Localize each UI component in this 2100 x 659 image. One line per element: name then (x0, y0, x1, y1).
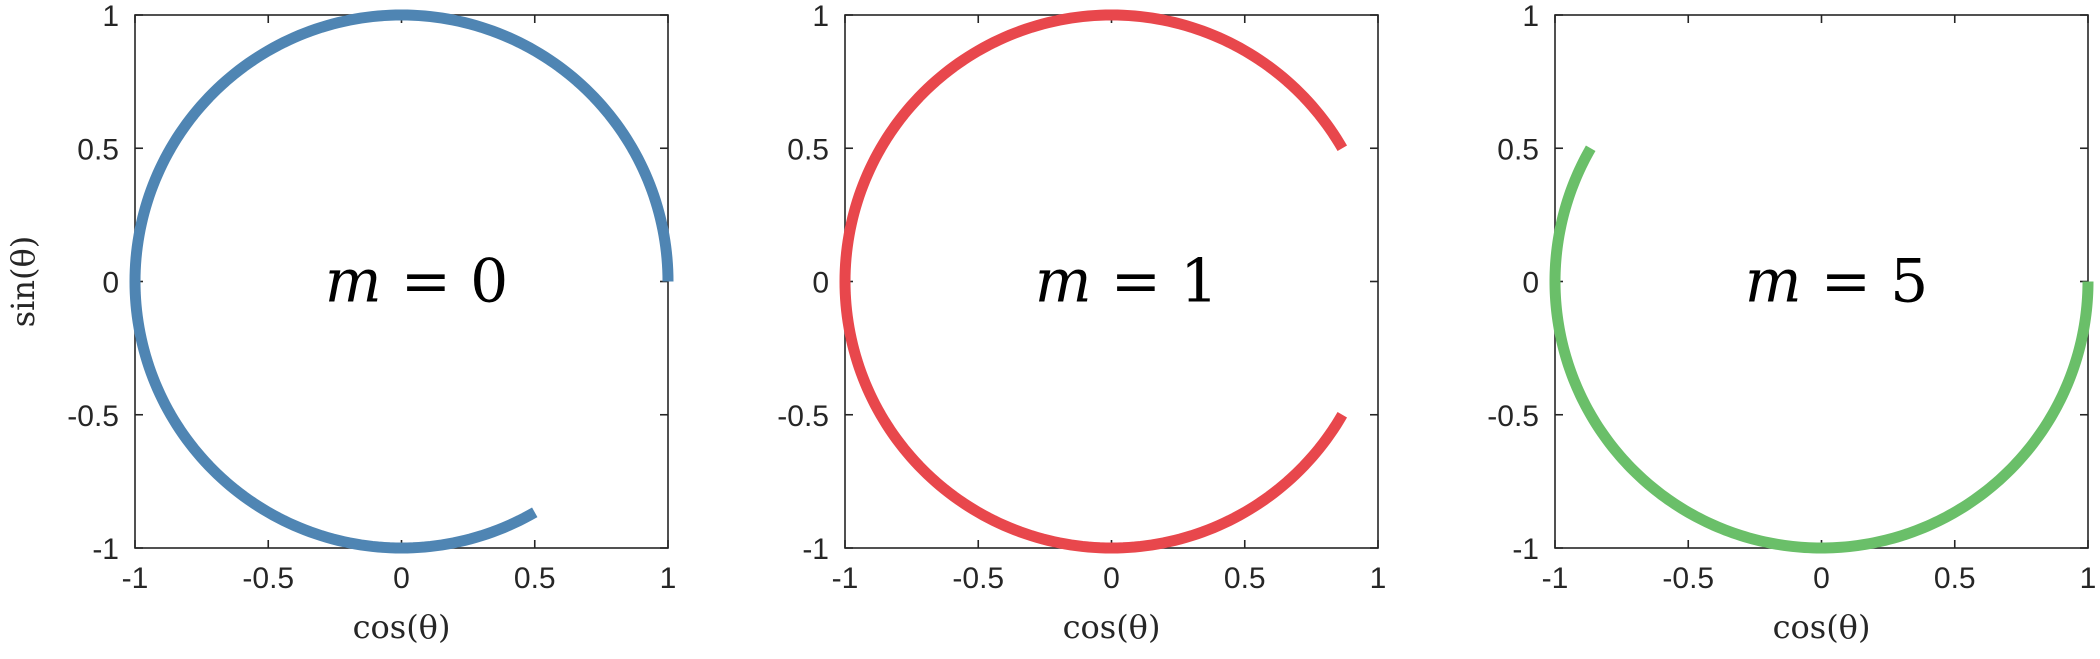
annotation-value: 5 (1890, 247, 1928, 317)
chart-panel-3: -1 -0.5 0 0.5 1 1 0.5 0 -0.5 -1 cos(θ) m = 5 (1487, 0, 2096, 646)
annotation-label: m = 1 (1035, 247, 1219, 317)
x-tick-label: 1 (1370, 562, 1387, 595)
series-line-1 (839, 9, 1348, 554)
y-tick-label: 1 (812, 0, 829, 33)
y-tick-label: -0.5 (777, 400, 829, 433)
y-tick-label: 1 (1522, 0, 1539, 33)
chart-panel-2: -1 -0.5 0 0.5 1 1 0.5 0 -0.5 -1 cos(θ) m = 1 (777, 0, 1386, 646)
annotation-equals: = (1802, 247, 1890, 317)
annotation-value: 0 (470, 247, 508, 317)
series-line-1 (1549, 145, 2094, 554)
x-tick-label: 0.5 (1934, 562, 1976, 595)
annotation-variable: m (1035, 247, 1092, 317)
y-tick-label: -0.5 (67, 400, 119, 433)
x-tick-label: 1 (2080, 562, 2097, 595)
x-tick-label: 0 (393, 562, 410, 595)
x-axis-label: cos(θ) (353, 608, 451, 646)
x-tick-label: 1 (660, 562, 677, 595)
y-tick-label: 0 (102, 267, 119, 300)
x-tick-label: 0 (1103, 562, 1120, 595)
x-tick-label: 0.5 (1224, 562, 1266, 595)
chart-panel-1: -1 -0.5 0 0.5 1 1 0.5 0 -0.5 -1 cos(θ) sin(θ) m = 0 (4, 0, 676, 646)
y-tick-label: 0 (1522, 267, 1539, 300)
annotation-value: 1 (1180, 247, 1218, 317)
x-tick-label: -0.5 (952, 562, 1004, 595)
y-tick-label: 0.5 (77, 133, 119, 166)
y-tick-label: 0 (812, 267, 829, 300)
x-tick-label: -0.5 (1662, 562, 1714, 595)
x-tick-label: -1 (122, 562, 149, 595)
y-tick-label: -1 (802, 533, 829, 566)
x-tick-label: -1 (1542, 562, 1569, 595)
annotation-equals: = (382, 247, 470, 317)
x-tick-label: -1 (832, 562, 859, 595)
annotation-label: m = 5 (1745, 247, 1929, 317)
annotation-variable: m (1745, 247, 1802, 317)
annotation-equals: = (1092, 247, 1180, 317)
x-tick-label: -0.5 (242, 562, 294, 595)
x-tick-label: 0 (1813, 562, 1830, 595)
y-tick-label: 1 (102, 0, 119, 33)
x-tick-label: 0.5 (514, 562, 556, 595)
x-axis-label: cos(θ) (1063, 608, 1161, 646)
series-line-1 (129, 9, 674, 554)
annotation-variable: m (325, 247, 382, 317)
y-tick-label: 0.5 (1497, 133, 1539, 166)
annotation-label: m = 0 (325, 247, 509, 317)
y-tick-label: -1 (1512, 533, 1539, 566)
y-axis-label: sin(θ) (4, 236, 42, 328)
y-tick-label: -1 (92, 533, 119, 566)
y-tick-label: -0.5 (1487, 400, 1539, 433)
x-axis-label: cos(θ) (1773, 608, 1871, 646)
y-tick-label: 0.5 (787, 133, 829, 166)
